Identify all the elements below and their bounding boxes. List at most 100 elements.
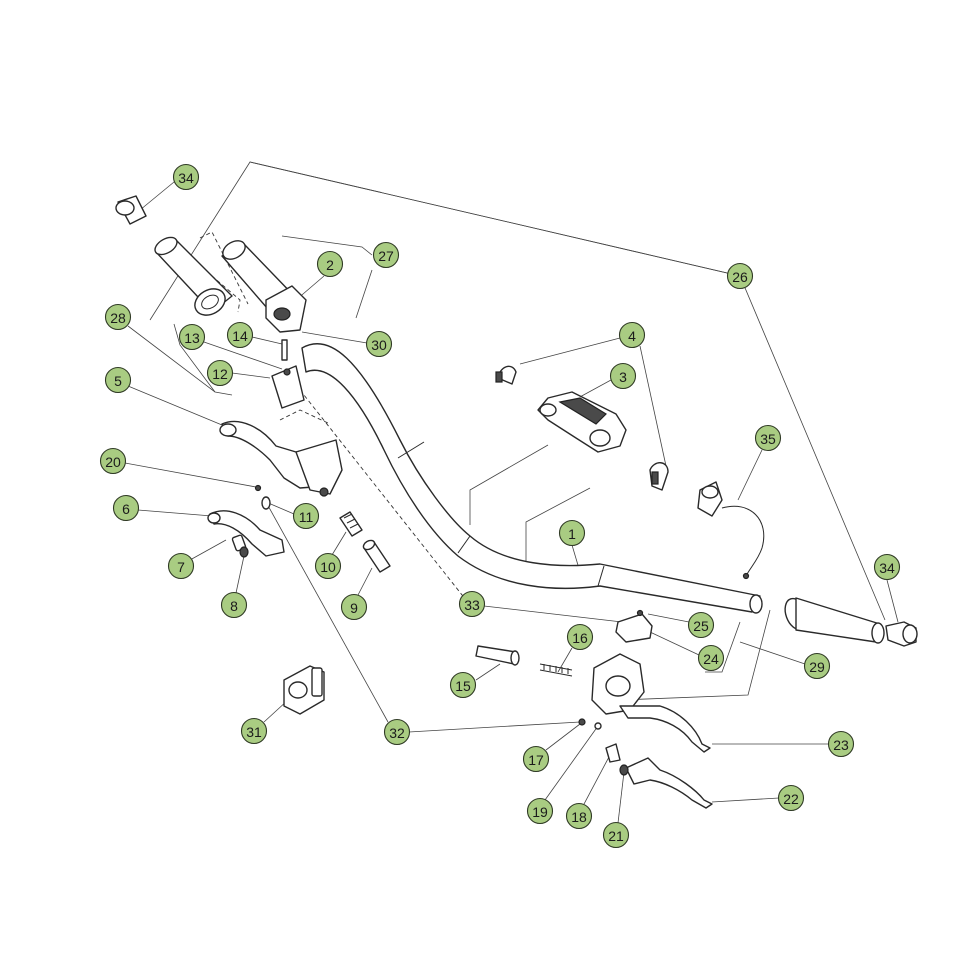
callout-12: 12 (206, 359, 234, 387)
callout-circle (365, 330, 393, 358)
callout-32: 32 (383, 718, 411, 746)
callout-2: 2 (316, 250, 344, 278)
callout-circle (803, 652, 831, 680)
callout-3: 3 (609, 362, 637, 390)
screw-11 (261, 496, 271, 510)
callout-15: 15 (449, 671, 477, 699)
callout-number: 24 (703, 651, 719, 667)
callout-number: 35 (760, 431, 776, 447)
callout-number: 13 (184, 330, 200, 346)
callout-circle (372, 241, 400, 269)
right-grip (784, 597, 885, 644)
callout-number: 29 (809, 659, 825, 675)
callout-circle (99, 447, 127, 475)
callout-27: 27 (372, 241, 400, 269)
callout-number: 20 (105, 454, 121, 470)
callout-number: 32 (389, 725, 405, 741)
callout-number: 2 (326, 257, 334, 273)
callout-number: 3 (619, 369, 627, 385)
callout-13: 13 (178, 323, 206, 351)
left-grip (154, 236, 233, 316)
callout-circle (316, 250, 344, 278)
callout-18: 18 (565, 802, 593, 830)
callout-circle (726, 262, 754, 290)
callout-number: 23 (833, 737, 849, 753)
callout-29: 29 (803, 652, 831, 680)
callout-circle (178, 323, 206, 351)
callout-circle (104, 366, 132, 394)
callout-number: 7 (177, 559, 185, 575)
screw-19 (594, 722, 602, 730)
callout-number: 28 (110, 310, 126, 326)
callout-circle (167, 552, 195, 580)
callout-circle (292, 502, 320, 530)
callout-7: 7 (167, 552, 195, 580)
brake-reservoir-cap (615, 609, 653, 643)
callout-number: 15 (455, 678, 471, 694)
callout-number: 5 (114, 373, 122, 389)
callout-11: 11 (292, 502, 320, 530)
brake-master-cylinder (591, 653, 711, 753)
callout-number: 12 (212, 366, 228, 382)
callout-circle (602, 821, 630, 849)
pin-14 (281, 339, 288, 361)
callout-5: 5 (104, 366, 132, 394)
callout-circle (522, 745, 550, 773)
callout-number: 33 (464, 597, 480, 613)
callout-number: 4 (628, 328, 636, 344)
hot-start-lever (207, 510, 285, 558)
callout-number: 22 (783, 791, 799, 807)
callout-circle (827, 730, 855, 758)
callout-9: 9 (340, 593, 368, 621)
callout-number: 6 (122, 501, 130, 517)
push-rod-9 (362, 539, 391, 573)
callout-circle (314, 552, 342, 580)
callout-circle (112, 494, 140, 522)
callout-circle (697, 644, 725, 672)
right-lever-22 (619, 757, 713, 809)
callout-33: 33 (458, 590, 486, 618)
clutch-reservoir-cap (271, 365, 305, 409)
brake-piston-15 (475, 645, 520, 666)
callout-circle (558, 519, 586, 547)
callout-circle (240, 717, 268, 745)
callout-number: 19 (532, 804, 548, 820)
callout-number: 31 (246, 724, 262, 740)
callout-14: 14 (226, 321, 254, 349)
callout-10: 10 (314, 552, 342, 580)
callout-35: 35 (754, 424, 782, 452)
clamp-bolt-4a (495, 365, 517, 385)
callout-number: 17 (528, 752, 544, 768)
callout-number: 27 (378, 248, 394, 264)
leader-lines (124, 161, 899, 824)
callout-1: 1 (558, 519, 586, 547)
callout-number: 10 (320, 559, 336, 575)
callout-circle (687, 611, 715, 639)
callout-34: 34 (172, 163, 200, 191)
bar-end-cap-right (885, 621, 918, 647)
callout-number: 8 (230, 598, 238, 614)
screw-20 (254, 484, 262, 492)
callout-circle (383, 718, 411, 746)
callout-19: 19 (526, 797, 554, 825)
callout-number: 34 (178, 170, 194, 186)
callout-number: 30 (371, 337, 387, 353)
bar-clamp-3 (537, 391, 627, 453)
callout-number: 21 (608, 828, 624, 844)
switch-module-31 (283, 665, 325, 715)
clutch-lever-assembly (219, 420, 343, 497)
callout-30: 30 (365, 330, 393, 358)
callout-circle (449, 671, 477, 699)
brake-spring-16 (539, 663, 573, 677)
callout-number: 34 (879, 560, 895, 576)
callout-16: 16 (566, 623, 594, 651)
callout-circle (226, 321, 254, 349)
callout-17: 17 (522, 745, 550, 773)
callout-number: 25 (693, 618, 709, 634)
callout-circle (777, 784, 805, 812)
callout-number: 14 (232, 328, 248, 344)
callout-25: 25 (687, 611, 715, 639)
callout-number: 11 (299, 509, 314, 525)
